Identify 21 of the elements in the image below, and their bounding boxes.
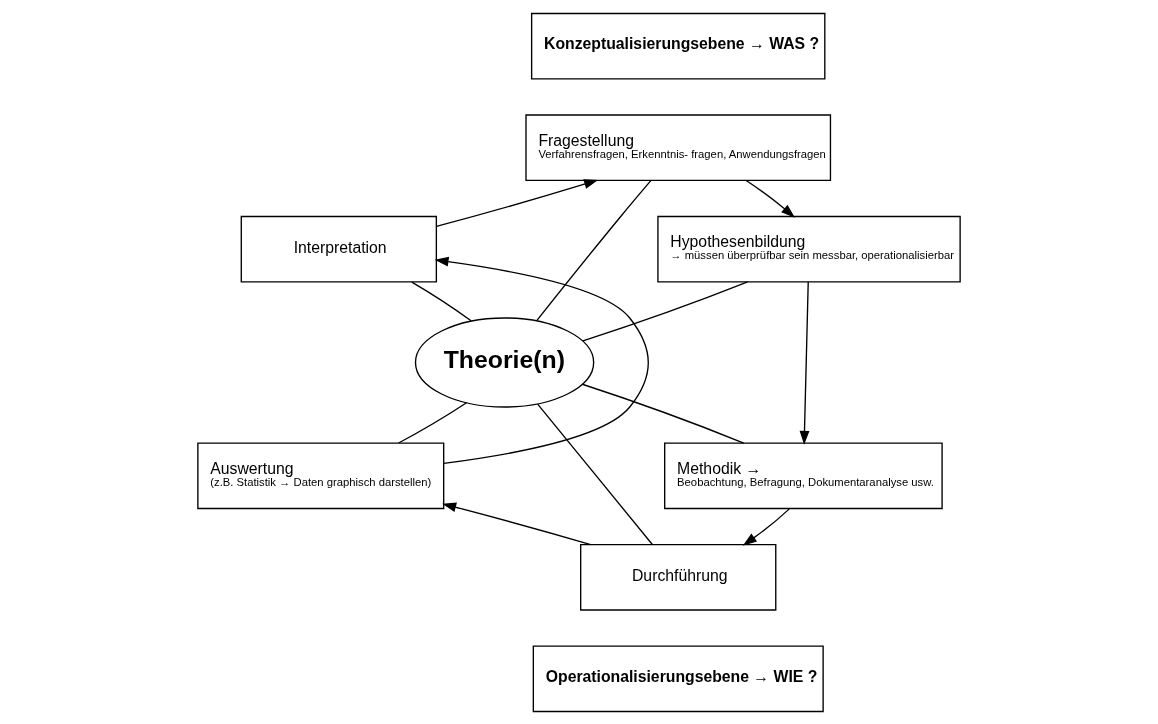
arrow [435, 178, 599, 227]
connector [535, 179, 652, 321]
node-box: Fragestellung Verfahrensfragen, Erkenntnis- fragen, Anwendungsfragen [525, 113, 832, 181]
node-box: Interpretation [240, 215, 438, 283]
arrow [742, 507, 791, 546]
connector [536, 402, 654, 545]
node-box: Durchführung [580, 543, 777, 611]
arrow [442, 501, 592, 545]
arrow [434, 256, 649, 464]
node-ellipse: Theorie(n) [414, 316, 595, 408]
connector [398, 401, 468, 444]
node-box: Konzeptualisierungsebene → WAS ? [530, 12, 826, 80]
connector [411, 280, 472, 321]
node-box: Auswertung (z.B. Statistik → Daten graphisch darstellen) [197, 441, 445, 509]
arrow [745, 179, 795, 218]
node-box: Operationalisierungsebene → WIE ? [532, 644, 824, 712]
connector [582, 280, 749, 342]
node-box: Methodik → Beobachtung, Befragung, Dokumentaranalyse usw. [664, 441, 943, 509]
connector [581, 383, 745, 444]
node-box: Hypothesenbildung → müssen überprüfbar sein messbar, operationalisierbar [657, 215, 961, 283]
arrow [799, 280, 810, 445]
